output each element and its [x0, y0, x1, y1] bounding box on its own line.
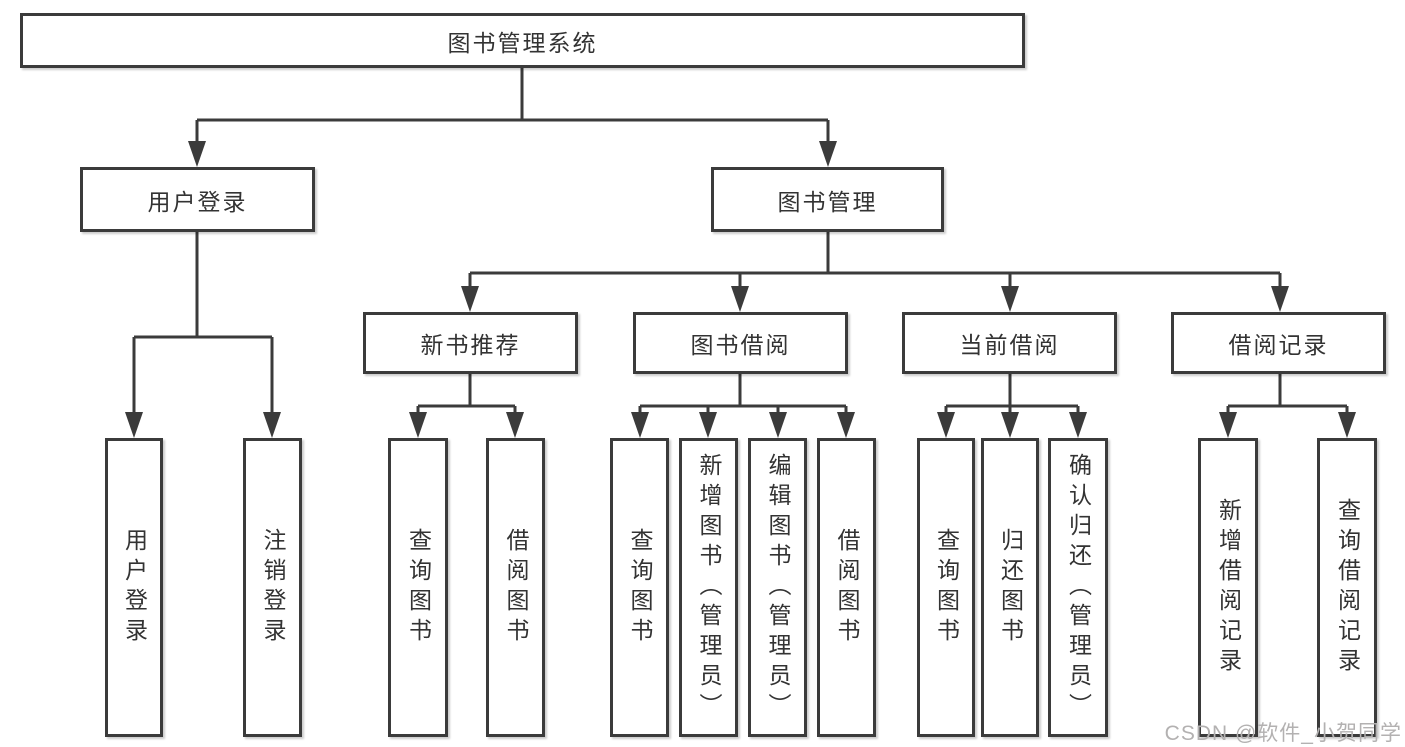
node-new-book-recommend: 新书推荐	[363, 312, 578, 374]
leaf-borrow-books-borrowing: 借阅图书	[817, 438, 876, 737]
leaf-query-books-borrowing: 查询图书	[610, 438, 669, 737]
arrowhead	[506, 412, 524, 438]
leaf-query-books-recommend: 查询图书	[388, 438, 448, 737]
leaf-return-books-label: 归还图书	[997, 527, 1024, 648]
arrowhead	[1069, 412, 1087, 438]
arrowhead	[1219, 412, 1237, 438]
node-current-borrowing: 当前借阅	[902, 312, 1117, 374]
leaf-user-login-label: 用户登录	[121, 527, 148, 648]
node-user-login-label: 用户登录	[147, 188, 248, 215]
leaf-confirm-return-admin: 确认归还（管理员）	[1048, 438, 1108, 737]
arrowhead	[409, 412, 427, 438]
arrowhead	[819, 141, 837, 167]
arrowheads	[125, 141, 1356, 438]
arrowhead	[1338, 412, 1356, 438]
node-borrow-records-label: 借阅记录	[1228, 332, 1329, 358]
leaf-query-books-current-label: 查询图书	[933, 527, 960, 648]
leaf-query-borrow-record: 查询借阅记录	[1317, 438, 1377, 737]
node-root: 图书管理系统	[20, 13, 1025, 68]
leaf-add-books-admin-label: 新增图书（管理员）	[696, 452, 722, 723]
arrowhead	[699, 412, 717, 438]
arrowhead	[461, 286, 479, 312]
node-new-book-recommend-label: 新书推荐	[420, 332, 521, 358]
leaf-borrow-books-recommend-label: 借阅图书	[503, 527, 529, 648]
leaf-user-login: 用户登录	[105, 438, 163, 737]
leaf-add-borrow-record: 新增借阅记录	[1198, 438, 1258, 737]
node-borrow-records: 借阅记录	[1171, 312, 1386, 374]
leaf-add-books-admin: 新增图书（管理员）	[679, 438, 738, 737]
connector-path	[132, 68, 1349, 415]
leaf-edit-books-admin-label: 编辑图书（管理员）	[765, 452, 791, 723]
leaf-edit-books-admin: 编辑图书（管理员）	[748, 438, 807, 737]
leaf-borrow-books-borrowing-label: 借阅图书	[834, 527, 860, 648]
node-book-borrowing: 图书借阅	[633, 312, 848, 374]
node-current-borrowing-label: 当前借阅	[959, 332, 1060, 358]
arrowhead	[769, 412, 787, 438]
leaf-query-books-current: 查询图书	[917, 438, 975, 737]
node-book-management-label: 图书管理	[777, 188, 878, 215]
arrowhead	[937, 412, 955, 438]
leaf-query-books-borrowing-label: 查询图书	[627, 527, 653, 648]
node-book-borrowing-label: 图书借阅	[690, 332, 791, 358]
leaf-return-books: 归还图书	[981, 438, 1039, 737]
arrowhead	[631, 412, 649, 438]
leaf-borrow-books-recommend: 借阅图书	[486, 438, 545, 737]
leaf-query-books-recommend-label: 查询图书	[405, 527, 432, 648]
node-user-login: 用户登录	[80, 167, 315, 232]
arrowhead	[1001, 412, 1019, 438]
node-root-label: 图书管理系统	[447, 29, 598, 56]
leaf-confirm-return-admin-label: 确认归还（管理员）	[1065, 452, 1092, 723]
leaf-query-borrow-record-label: 查询借阅记录	[1334, 497, 1361, 678]
arrowhead	[1001, 286, 1019, 312]
arrowhead	[1271, 286, 1289, 312]
leaf-logout-label: 注销登录	[260, 527, 286, 648]
leaf-logout: 注销登录	[243, 438, 302, 737]
node-book-management: 图书管理	[711, 167, 944, 232]
arrowhead	[125, 412, 143, 438]
csdn-watermark: CSDN @软件_小贺同学	[1164, 722, 1402, 745]
arrowhead	[731, 286, 749, 312]
leaf-add-borrow-record-label: 新增借阅记录	[1215, 497, 1242, 678]
arrowhead	[188, 141, 206, 167]
arrowhead	[263, 412, 281, 438]
arrowhead	[837, 412, 855, 438]
